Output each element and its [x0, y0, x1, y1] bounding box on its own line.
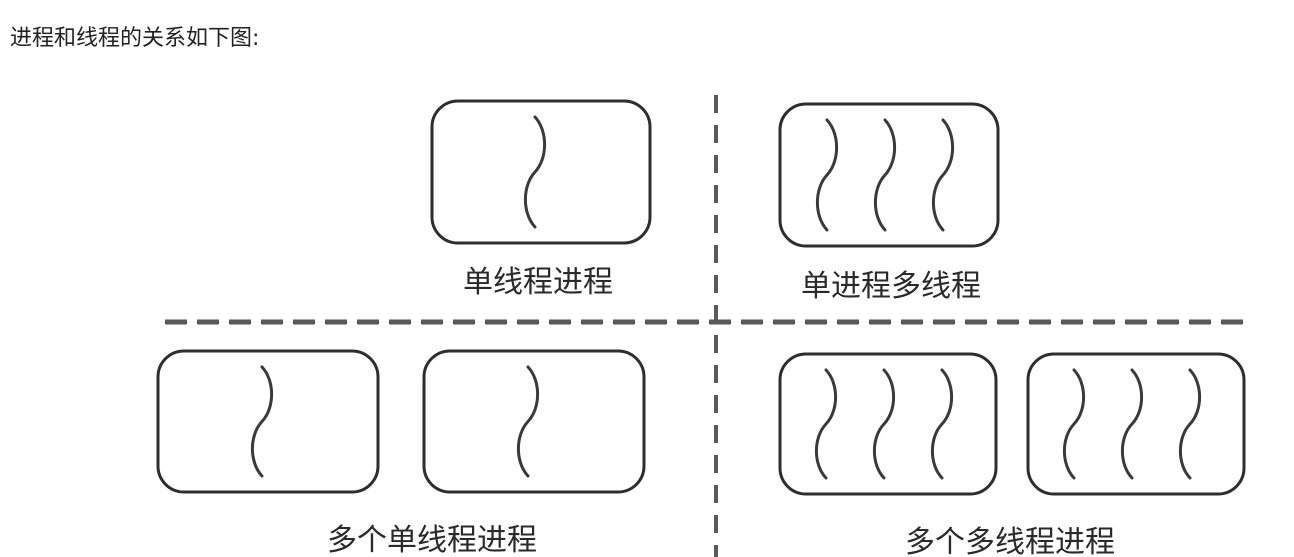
panel-caption: 单进程多线程 [801, 269, 981, 304]
process-box [430, 99, 652, 245]
panel-caption: 多个多线程进程 [905, 525, 1115, 557]
thread-icon [1121, 368, 1143, 480]
panel-multi-single-thread-processes: 多个单线程进程 [156, 349, 646, 557]
thread-icon [1179, 368, 1201, 480]
thread-icon [932, 118, 954, 232]
process-box [156, 349, 380, 494]
panel-multi-multi-thread-processes: 多个多线程进程 [778, 352, 1246, 557]
thread-icon [874, 118, 896, 232]
thread-icon [517, 365, 539, 478]
thread-icon [815, 368, 837, 480]
process-box [422, 349, 646, 494]
thread-icon [524, 115, 546, 229]
panel-single-process-multi-thread: 单进程多线程 [778, 102, 1000, 304]
thread-icon [816, 118, 838, 232]
thread-icon [251, 365, 273, 478]
thread-icon [873, 368, 895, 480]
thread-icon [1063, 368, 1085, 480]
panel-caption: 多个单线程进程 [327, 523, 537, 557]
process-box [778, 102, 1000, 248]
intro-text: 进程和线程的关系如下图: [10, 26, 260, 51]
panel-caption: 单线程进程 [463, 265, 613, 300]
thread-icon [931, 368, 953, 480]
panel-single-thread-process: 单线程进程 [430, 99, 652, 300]
